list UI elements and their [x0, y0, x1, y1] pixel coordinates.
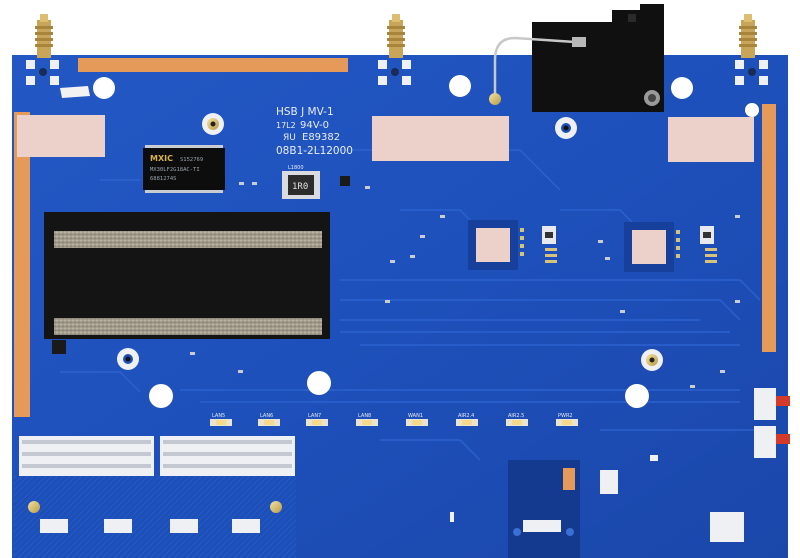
screw-post-1 — [202, 113, 224, 135]
chip-lot2: 6881274S — [150, 176, 177, 182]
led-lens — [462, 420, 472, 425]
small-ic-2 — [52, 340, 66, 354]
led-wan1: WAN1 — [406, 413, 428, 426]
thermal-pad-top-right — [668, 117, 754, 162]
led-label: PWR2 — [558, 413, 573, 419]
antenna-middle — [387, 14, 405, 58]
nand-flash-chip: MXIC S152769 MX30LF2G18AC-TI 6881274S — [143, 145, 225, 193]
led-label: WAN1 — [408, 413, 423, 419]
silk-line1: HSB J MV-1 — [276, 106, 334, 118]
antenna-left — [35, 14, 53, 58]
antenna-right — [739, 14, 757, 58]
mounting-holes — [93, 75, 759, 408]
screw-post-2 — [555, 117, 577, 139]
inductor-mark: 1R0 — [292, 182, 308, 192]
wan-connector-area — [508, 460, 580, 558]
sticker-tab — [60, 86, 90, 98]
pcb-traces — [60, 149, 761, 461]
edge-copper-strip-top — [78, 58, 348, 72]
edge-copper-strip-left — [14, 112, 30, 417]
led-label: LAN6 — [260, 413, 273, 419]
ul-mark: ЯU — [283, 133, 296, 143]
inductor-ref: L1800 — [288, 165, 304, 171]
chip-brand: MXIC — [150, 154, 173, 163]
led-lan5: LAN5 — [210, 413, 232, 426]
led-label: AIR2.5 — [508, 413, 524, 419]
silk-line2-prefix: 17L2 — [276, 121, 296, 130]
crystal-1 — [542, 226, 556, 244]
led-lan6: LAN6 — [258, 413, 280, 426]
antenna-cable — [493, 36, 576, 96]
side-connector-1 — [754, 388, 790, 420]
silkscreen-marking: HSB J MV-1 17L2 94V-0 ЯU E89382 08B1-2L1… — [276, 106, 353, 157]
silk-line2: 94V-0 — [300, 120, 329, 131]
led-label: LAN8 — [358, 413, 371, 419]
ufl-connector — [489, 93, 501, 105]
led-lens — [412, 420, 422, 425]
led-pwr2: PWR2 — [556, 413, 578, 426]
led-air2-4: AIR2.4 — [456, 413, 478, 426]
silk-line4: 08B1-2L12000 — [276, 145, 353, 157]
led-lens — [362, 420, 372, 425]
small-ic-1 — [340, 176, 350, 186]
switch-ic-1 — [468, 220, 524, 270]
led-lan8: LAN8 — [356, 413, 378, 426]
led-lens — [562, 420, 572, 425]
thermal-pad-top-center — [372, 116, 509, 161]
led-lan7: LAN7 — [306, 413, 328, 426]
led-air2-5: AIR2.5 — [506, 413, 528, 426]
connector-pins — [22, 440, 292, 468]
silk-line3: E89382 — [302, 132, 340, 143]
heatsink — [44, 212, 330, 339]
screw-post-4 — [641, 349, 663, 371]
led-label: AIR2.4 — [458, 413, 474, 419]
bottom-right-components — [450, 455, 744, 542]
rf-shield — [532, 4, 664, 112]
led-lens — [512, 420, 522, 425]
led-lens — [216, 420, 226, 425]
switch-ic-2 — [624, 222, 680, 272]
led-lens — [264, 420, 274, 425]
inductor: 1R0 L1800 — [282, 165, 320, 199]
edge-copper-strip-right — [762, 104, 776, 352]
led-label: LAN7 — [308, 413, 321, 419]
chip-part: MX30LF2G18AC-TI — [150, 167, 200, 173]
cable-plug — [572, 37, 586, 47]
side-connector-2 — [754, 426, 790, 458]
pad-column-1 — [545, 248, 717, 263]
led-label: LAN5 — [212, 413, 225, 419]
antenna-footprints — [26, 60, 768, 85]
thermal-pad-top-left — [17, 115, 105, 157]
led-row: LAN5 LAN6 LAN7 LAN8 WAN1 AIR2.4 AIR2.5 PWR2 — [210, 413, 578, 426]
screw-post-3 — [117, 348, 139, 370]
crystal-2 — [700, 226, 714, 244]
led-lens — [312, 420, 322, 425]
rj45-footprints — [28, 501, 282, 533]
chip-lot: S152769 — [180, 157, 203, 163]
smd-components — [190, 182, 740, 388]
